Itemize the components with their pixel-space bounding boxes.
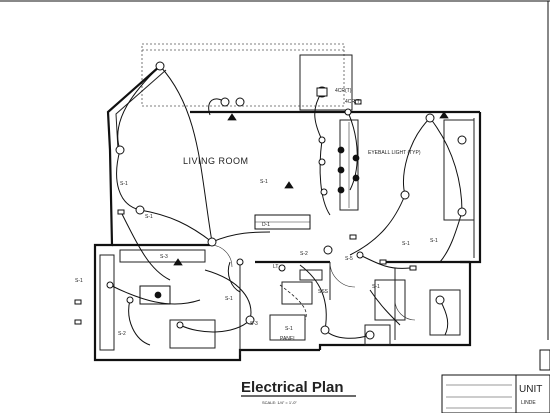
- balcony-outline: [141, 43, 345, 107]
- ceiling-fixture: [457, 207, 467, 217]
- title-block: UNIT LINDE: [441, 349, 550, 413]
- outlet: [74, 299, 82, 305]
- circuit-tag: S-1: [402, 241, 410, 247]
- ceiling-fixture: [235, 97, 245, 107]
- fixture-tag: 4CR(T): [335, 88, 352, 94]
- fixtures: [74, 61, 467, 340]
- circuit-tag: S-3: [160, 254, 168, 260]
- circuit-tag: PANEL: [280, 336, 296, 342]
- ceiling-fixture: [425, 113, 435, 123]
- ceiling-fixture: [457, 135, 467, 145]
- ceiling-fixture: [126, 296, 134, 304]
- ceiling-fixture: [320, 325, 330, 335]
- ceiling-fixture: [318, 158, 326, 166]
- ceiling-fixture: [365, 330, 375, 340]
- main-wall-right: [460, 112, 482, 264]
- ceiling-fixture: [207, 237, 217, 247]
- circuit-tag: S-1: [225, 296, 233, 302]
- outlet: [379, 259, 387, 265]
- island: [169, 319, 216, 349]
- ceiling-fixture: [236, 258, 244, 266]
- plan-labels: LIVING ROOM EYEBALL LIGHT (TYP) 4CR(T) 4…: [75, 88, 438, 342]
- ceiling-fixture: [318, 136, 326, 144]
- bath-fixture: [269, 314, 306, 341]
- circuit-tag: S-5: [345, 256, 353, 262]
- ceiling-fixture: [106, 281, 114, 289]
- ceiling-fixture: [115, 145, 125, 155]
- main-wall-bottom: [108, 348, 320, 362]
- eyeball-light-note: EYEBALL LIGHT (TYP): [368, 150, 421, 156]
- ceiling-fixture: [320, 188, 328, 196]
- ceiling-fixture: [344, 108, 352, 116]
- switch-symbol: [439, 111, 449, 119]
- switch-symbol: [227, 113, 237, 121]
- eyeball-light: [337, 186, 345, 194]
- bay-window-wall: [106, 65, 161, 151]
- kitchen-counter: [119, 249, 206, 263]
- floor-plan: [93, 43, 482, 362]
- ceiling-fixture: [435, 295, 445, 305]
- outlet: [117, 209, 125, 215]
- circuit-tag: S-1: [285, 326, 293, 332]
- ceiling-fixture: [135, 205, 145, 215]
- tower-box: [299, 54, 353, 111]
- circuit-tag: SSS: [318, 289, 329, 295]
- drawing-scale: SCALE: 1/4" = 1'-0": [262, 400, 297, 405]
- main-wall-left: [93, 149, 114, 362]
- circuit-tag: S-2: [300, 251, 308, 257]
- outlet: [349, 234, 357, 240]
- eyeball-light: [337, 146, 345, 154]
- wall-fixture: [316, 87, 328, 97]
- outlet: [354, 99, 362, 105]
- circuit-tag: S-1: [145, 214, 153, 220]
- ceiling-fixture: [176, 321, 184, 329]
- circuit-tag: S-1: [372, 284, 380, 290]
- circuit-tag: S-1: [120, 181, 128, 187]
- fireplace: [339, 119, 359, 211]
- room-label: LIVING ROOM: [183, 156, 249, 166]
- title-block-unit: UNIT: [519, 384, 542, 395]
- outlet: [409, 265, 417, 271]
- circuit-tag: S-1: [430, 238, 438, 244]
- ceiling-fixture: [323, 245, 333, 255]
- eyeball-light: [352, 174, 360, 182]
- drawing-title: Electrical Plan: [241, 379, 344, 396]
- circuit-tag: D-1: [262, 222, 270, 228]
- circuit-tag: S-3: [250, 321, 258, 327]
- circuit-tag: S-2: [118, 331, 126, 337]
- ceiling-fixture: [220, 97, 230, 107]
- ceiling-fixture: [356, 251, 364, 259]
- switch-symbol: [284, 181, 294, 189]
- wiring: [109, 65, 463, 346]
- title-block-sub: LINDE: [521, 400, 536, 406]
- circuit-tag: S-1: [75, 278, 83, 284]
- ceiling-fixture: [278, 264, 286, 272]
- outlet: [74, 319, 82, 325]
- ceiling-fixture: [245, 315, 255, 325]
- ceiling-fixture: [400, 190, 410, 200]
- eyeball-light: [337, 166, 345, 174]
- switch-symbol: [173, 258, 183, 266]
- eyeball-light: [352, 154, 360, 162]
- ceiling-fixture: [155, 61, 165, 71]
- circuit-tag: S-1: [260, 179, 268, 185]
- circuit-tag: LT: [273, 264, 278, 270]
- fixture-tag: 4CR(T): [345, 99, 362, 105]
